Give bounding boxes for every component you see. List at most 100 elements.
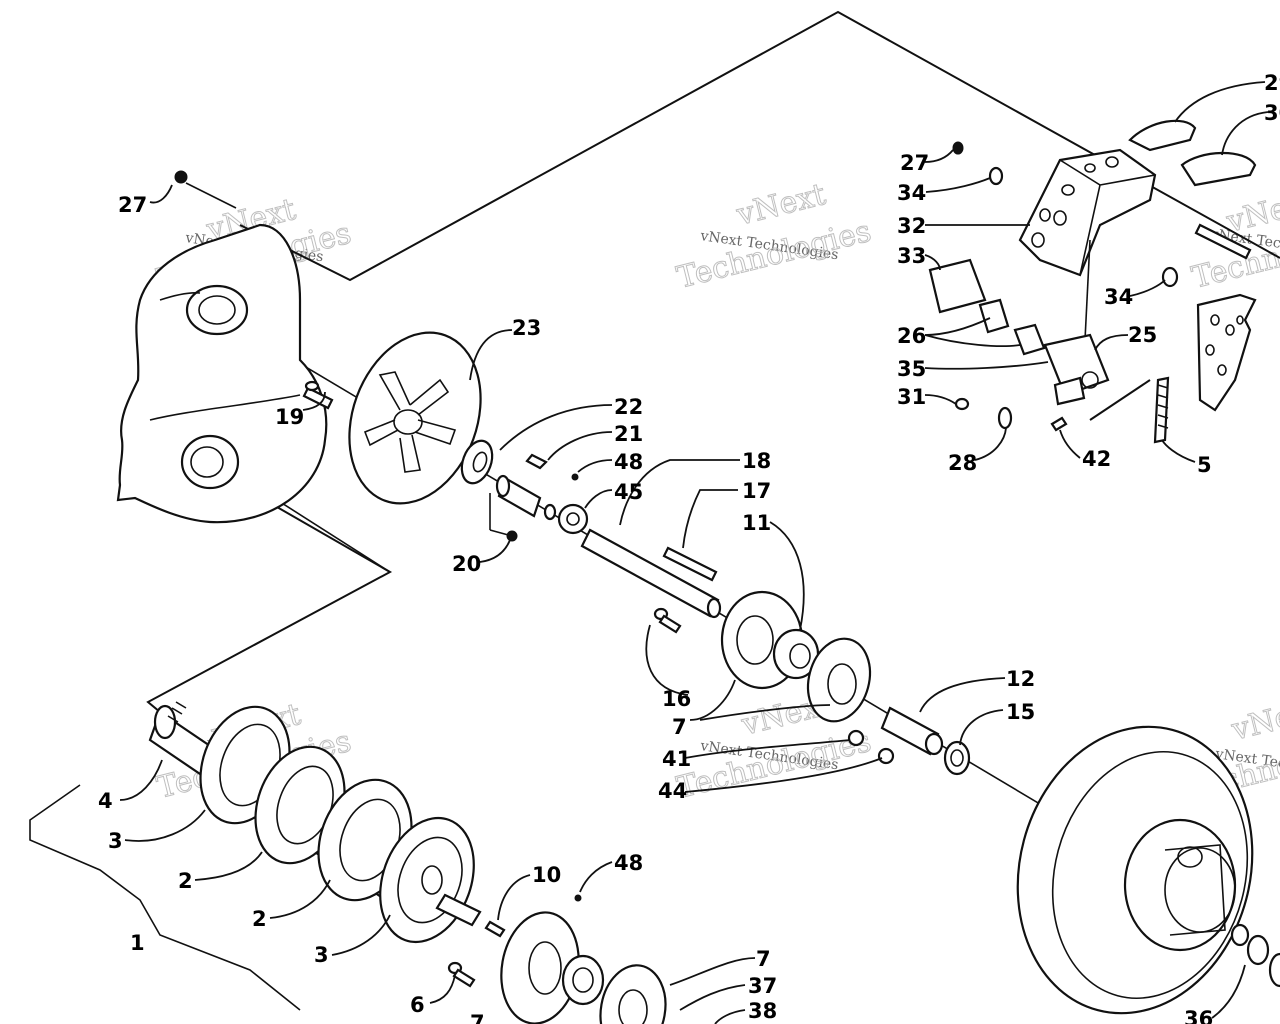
callout-12: 12	[1006, 667, 1035, 691]
washer-36-c	[1268, 952, 1280, 988]
callout-37: 37	[748, 974, 777, 998]
callout-44: 44	[658, 779, 687, 803]
flange-7-lower	[806, 637, 872, 723]
lower-assembly-line	[146, 479, 393, 713]
callout-31: 31	[897, 385, 926, 409]
callout-2: 2	[252, 907, 267, 931]
callout-7: 7	[470, 1011, 485, 1024]
sprocket-shaft-assembly	[148, 701, 482, 944]
callout-16: 16	[662, 687, 691, 711]
watermark-top-right: vNext vNext Technologies Technologies	[1188, 184, 1280, 297]
callout-36: 36	[1184, 1007, 1213, 1024]
callout-48: 48	[614, 851, 643, 875]
callout-30: 30	[1264, 101, 1280, 125]
housing-body	[116, 223, 328, 524]
callout-3: 3	[108, 829, 123, 853]
pin-31	[954, 397, 970, 411]
lever-33	[928, 258, 987, 314]
nut-44	[877, 747, 895, 765]
collar-45	[557, 503, 589, 535]
callout-1: 1	[130, 931, 145, 955]
ball-48	[571, 473, 579, 481]
callout-28: 28	[948, 451, 977, 475]
washer-15	[943, 740, 971, 776]
watermark-big: vNext	[1227, 692, 1280, 748]
callout-4: 4	[98, 789, 113, 813]
bearing-lower	[561, 954, 605, 1006]
watermark-big: vNext	[732, 177, 829, 233]
callout-25: 25	[1128, 323, 1157, 347]
lower-bore-inner	[190, 446, 224, 478]
bolt-27-top	[174, 170, 188, 184]
upper-bore	[185, 284, 249, 336]
shaft-end	[435, 893, 482, 927]
disc-outer	[348, 331, 482, 505]
pin-34-mid	[1161, 266, 1179, 288]
pin-34-top	[988, 166, 1004, 186]
chaincase-housing	[116, 223, 328, 524]
watermark-under: Technologies	[673, 724, 874, 806]
callout-11: 11	[742, 511, 771, 535]
callout-32: 32	[897, 214, 926, 238]
callout-34: 34	[1104, 285, 1133, 309]
washer-36-b	[1246, 934, 1270, 966]
callout-5: 5	[1197, 453, 1212, 477]
key-21	[525, 453, 548, 470]
callout-35: 35	[897, 357, 926, 381]
callout-21: 21	[614, 422, 643, 446]
watermark-top-center: vNext vNext Technologies Technologies	[673, 177, 875, 297]
bolt-16	[653, 607, 682, 634]
leader-lines	[119, 81, 1269, 1024]
bolt-19	[302, 380, 334, 410]
bolt-6	[447, 961, 476, 988]
cam-35	[1053, 376, 1086, 406]
flange-bearing-upper	[720, 590, 872, 723]
callout-7: 7	[672, 715, 687, 739]
callout-15: 15	[1006, 700, 1035, 724]
callout-7: 7	[756, 947, 771, 971]
callout-18: 18	[742, 449, 771, 473]
lower-bore	[180, 434, 240, 490]
watermark-under: Technologies	[673, 214, 874, 296]
housing-seam	[149, 394, 301, 421]
flange-bearing-lower	[500, 911, 667, 1024]
callout-23: 23	[512, 316, 541, 340]
bolt-27-line	[185, 182, 237, 209]
washer-36-a	[1230, 923, 1250, 947]
callout-27: 27	[118, 193, 147, 217]
callout-2: 2	[178, 869, 193, 893]
shaft-18	[580, 528, 722, 619]
callout-34: 34	[897, 181, 926, 205]
shaft-spline-end	[153, 704, 177, 740]
callout-20: 20	[452, 552, 481, 576]
callout-29: 29	[1264, 71, 1280, 95]
housing-rib	[159, 292, 201, 301]
bolt-10	[484, 920, 506, 938]
callout-45: 45	[614, 480, 643, 504]
callouts: 27 19 23 22 21 48 45 20 18 17 11 16 7 41…	[98, 71, 1280, 1024]
ball-48-lower	[574, 894, 582, 902]
upper-assembly-line	[239, 10, 1280, 282]
spring-5	[1153, 376, 1170, 444]
callout-33: 33	[897, 244, 926, 268]
callout-6: 6	[410, 993, 425, 1017]
callout-3: 3	[314, 943, 329, 967]
callout-26: 26	[897, 324, 926, 348]
callout-10: 10	[532, 863, 561, 887]
washer-20-part	[543, 503, 557, 521]
brake-disc-23	[348, 331, 482, 505]
rod-right	[1194, 223, 1252, 260]
callout-22: 22	[614, 395, 643, 419]
callout-42: 42	[1082, 447, 1111, 471]
disc-spokes	[363, 371, 457, 473]
driven-clutch	[1016, 725, 1280, 1015]
nut-41	[847, 729, 865, 747]
pad-29	[1128, 119, 1197, 152]
actuator-25	[1043, 333, 1110, 397]
pad-30	[1180, 151, 1257, 187]
callout-38: 38	[748, 999, 777, 1023]
hub-22	[460, 439, 494, 485]
callout-48: 48	[614, 450, 643, 474]
callout-27: 27	[900, 151, 929, 175]
caliper-assembly	[928, 119, 1257, 444]
